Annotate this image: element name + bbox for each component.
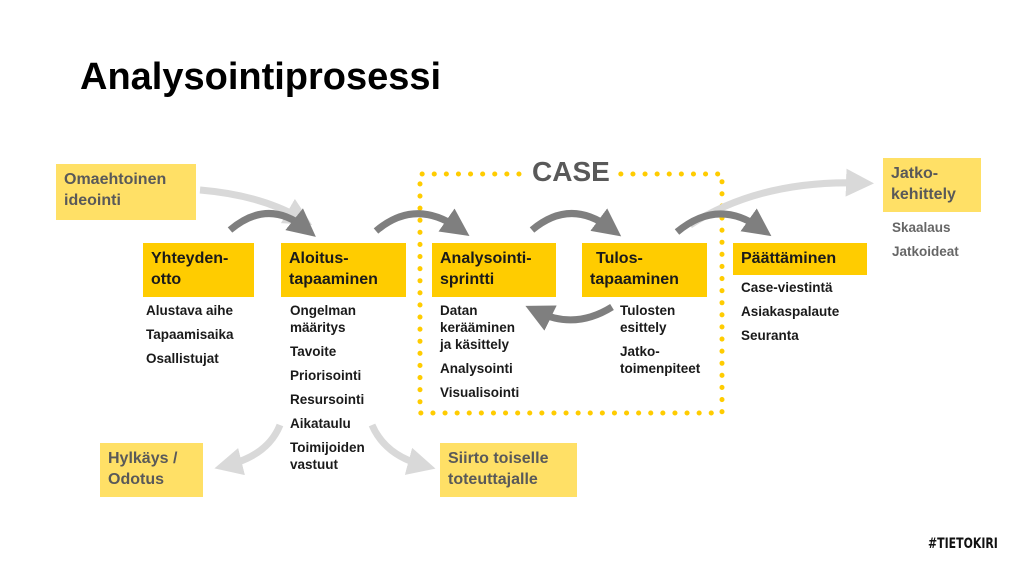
stage-aloitustapaaminen: Aloitus- tapaaminen: [281, 243, 406, 297]
list-item: Asiakaspalaute: [741, 304, 840, 319]
list-item: Skaalaus: [892, 220, 951, 235]
list-item: Visualisointi: [440, 385, 520, 400]
box-line: Jatko-: [891, 165, 939, 182]
stage-paattaminen: Päättäminen: [733, 243, 867, 275]
jatkokehittely-items: Skaalaus Jatkoideat: [892, 219, 959, 267]
hashtag-logo: #TIETOKIRI: [928, 536, 998, 552]
stage-title-line: tapaaminen: [590, 271, 679, 288]
list-item: Aikataulu: [290, 416, 351, 431]
list-item: Jatkoideat: [892, 244, 959, 259]
box-jatkokehittely: Jatko- kehittely: [883, 158, 981, 212]
stage-title-line: otto: [151, 271, 182, 288]
stage-title-line: Tulos-: [596, 250, 643, 267]
stage-paattaminen-items: Case-viestintä Asiakaspalaute Seuranta: [741, 279, 839, 351]
box-line: Siirto toiselle: [448, 450, 549, 467]
list-item: Tavoite: [290, 344, 337, 359]
stage-title-line: sprintti: [440, 271, 495, 288]
list-item: Osallistujat: [146, 351, 219, 366]
box-line: toteuttajalle: [448, 471, 538, 488]
list-item: Resursointi: [290, 392, 365, 407]
stage-analysointisprintti: Analysointi- sprintti: [432, 243, 556, 297]
arrow-tulos-to-paattaminen: [674, 208, 772, 237]
stage-tulostapaaminen: Tulos- tapaaminen: [582, 243, 707, 297]
stage-title-line: Yhteyden-: [151, 250, 229, 267]
stage-title-line: Päättäminen: [741, 250, 837, 267]
page-title: Analysointiprosessi: [80, 56, 442, 98]
list-item: Case-viestintä: [741, 280, 833, 295]
stage-title-line: Aloitus-: [289, 250, 349, 267]
list-item: Alustava aihe: [146, 303, 234, 318]
box-siirto-toiselle: Siirto toiselle toteuttajalle: [440, 443, 577, 497]
arrow-analysointi-to-tulos: [529, 208, 622, 237]
list-item: Priorisointi: [290, 368, 362, 383]
arrow-to-hylkays: [214, 423, 284, 476]
case-frame: [417, 171, 725, 416]
box-line: kehittely: [891, 186, 956, 203]
list-item: Analysointi: [440, 361, 513, 376]
arrow-to-siirto: [368, 423, 436, 475]
box-line: Odotus: [108, 471, 164, 488]
list-item: Tapaamisaika: [146, 327, 234, 342]
stage-title-line: tapaaminen: [289, 271, 378, 288]
box-line: ideointi: [64, 192, 121, 209]
arrow-tulos-to-jatkokehittely: [688, 168, 874, 228]
list-item: Jatko-toimenpiteet: [620, 344, 701, 376]
box-line: Hylkäys /: [108, 450, 178, 467]
arrow-yhteydenotto-to-aloitus: [227, 208, 316, 237]
box-omaehtoinen-ideointi: Omaehtoinen ideointi: [56, 164, 196, 220]
box-hylkays-odotus: Hylkäys / Odotus: [100, 443, 203, 497]
stage-title-line: Analysointi-: [440, 250, 532, 267]
list-item: Seuranta: [741, 328, 799, 343]
stage-yhteydenotto: Yhteyden- otto: [143, 243, 254, 297]
box-line: Omaehtoinen: [64, 171, 167, 188]
stage-yhteydenotto-items: Alustava aihe Tapaamisaika Osallistujat: [146, 302, 234, 374]
arrow-aloitus-to-analysointi: [373, 208, 470, 237]
case-label: CASE: [524, 156, 618, 188]
arrow-tulos-back-to-analysointi: [525, 303, 614, 331]
